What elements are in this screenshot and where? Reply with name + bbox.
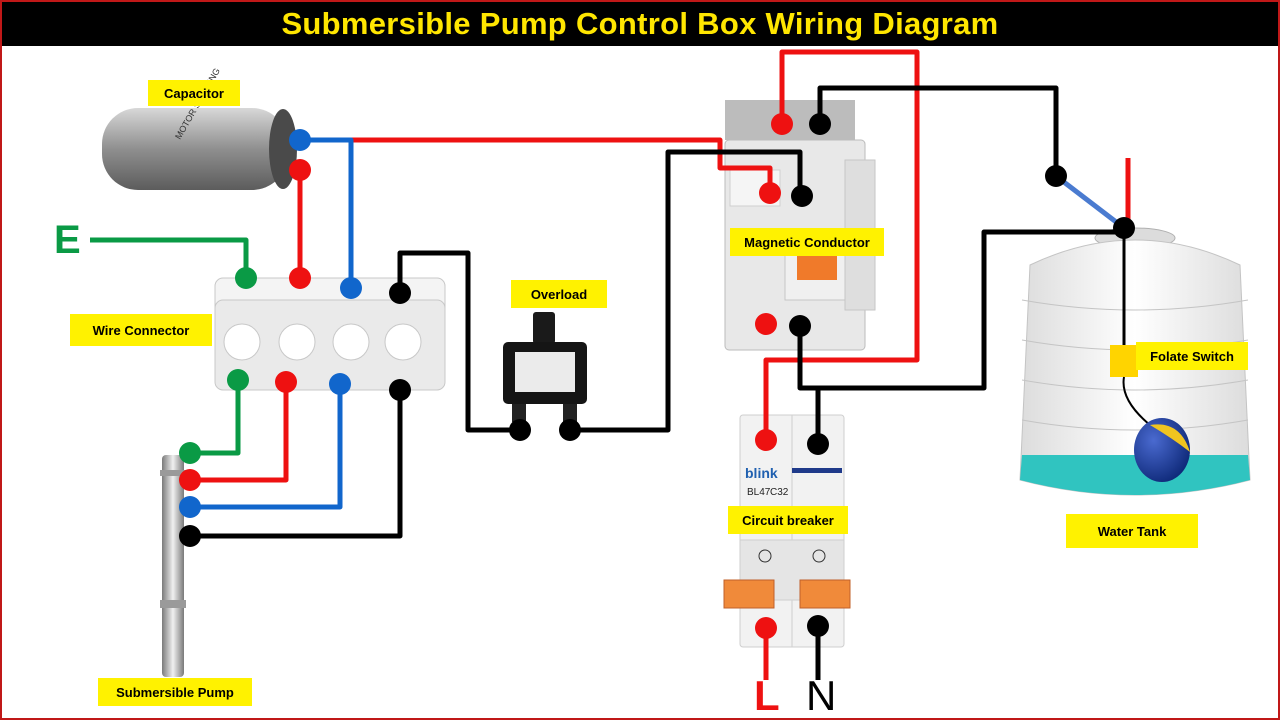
capacitor-label: Capacitor xyxy=(148,80,240,106)
float-switch xyxy=(1110,228,1190,482)
wire-connector-label: Wire Connector xyxy=(70,314,212,346)
circuit-breaker-label: Circuit breaker xyxy=(728,506,848,534)
submersible-pump xyxy=(160,455,186,677)
neutral-terminal-label: N xyxy=(806,672,837,719)
breaker-brand: blink xyxy=(745,465,778,481)
breaker-model: BL47 xyxy=(747,487,771,498)
breaker-rating: C32 xyxy=(770,487,789,498)
overload-protector xyxy=(503,312,587,422)
page-title: Submersible Pump Control Box Wiring Diag… xyxy=(281,6,999,41)
wire-connector xyxy=(214,277,446,391)
submersible-pump-label: Submersible Pump xyxy=(98,678,252,706)
title-bar: Submersible Pump Control Box Wiring Diag… xyxy=(2,2,1278,46)
wires xyxy=(90,49,1131,680)
water-tank-label: Water Tank xyxy=(1066,514,1198,548)
overload-label: Overload xyxy=(511,280,607,308)
terminal-dots xyxy=(179,113,1135,639)
earth-terminal-label: E xyxy=(54,218,81,262)
magnetic-contactor xyxy=(724,100,876,351)
folate-switch-label: Folate Switch xyxy=(1136,342,1248,370)
magnetic-conductor-label: Magnetic Conductor xyxy=(730,228,884,256)
line-terminal-label: L xyxy=(754,672,780,719)
